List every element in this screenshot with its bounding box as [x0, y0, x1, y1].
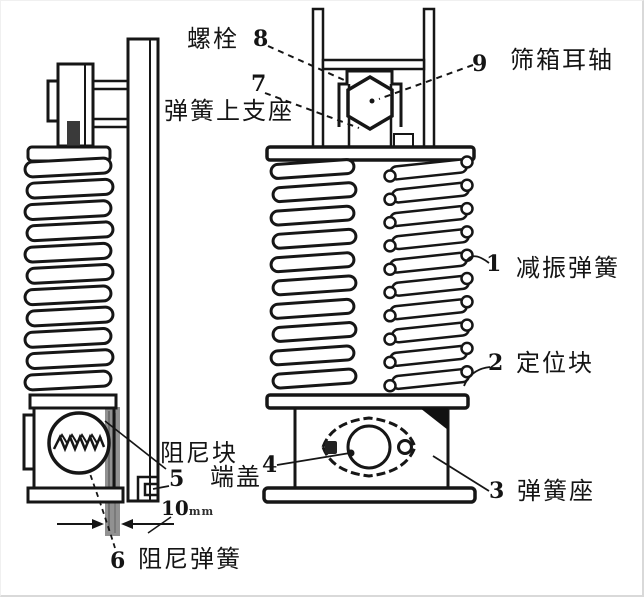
damper-block-circle [47, 411, 111, 475]
flange-center-hole [346, 424, 392, 470]
label-trunnion: 筛箱耳轴 [510, 48, 614, 74]
damper-box-tab [22, 413, 36, 471]
leader-2 [463, 366, 491, 387]
flange-bolt-left [325, 441, 337, 454]
part-number-9: 9 [472, 51, 488, 77]
leader-1 [464, 255, 490, 265]
leader-9 [378, 64, 474, 100]
trunnion-rod-right [422, 7, 436, 151]
bracket-step [393, 133, 414, 148]
part-number-4: 4 [262, 452, 278, 478]
leader-8 [267, 45, 345, 81]
base-bottom-plate [262, 486, 477, 504]
label-end-cover: 端盖 [210, 465, 262, 491]
damper-box-top-plate [28, 393, 118, 410]
plate-bottom-bracket [136, 475, 159, 503]
bracket-tab [46, 79, 60, 123]
part-number-7: 7 [251, 71, 267, 97]
horizontal-bolt [93, 79, 128, 129]
dimension-unit: mm [188, 505, 215, 518]
damper-zigzag-spring-2 [56, 433, 102, 445]
label-vib-spring: 减振弹簧 [516, 256, 620, 282]
label-spring-seat: 弹簧座 [517, 479, 595, 505]
front-view [262, 7, 477, 504]
bolt-shaft [67, 121, 80, 149]
dimension-value: 10 [161, 496, 189, 520]
side-view-spring [23, 156, 115, 392]
part-number-3: 3 [489, 478, 505, 504]
label-upper-support: 弹簧上支座 [164, 99, 294, 125]
leader-4 [276, 452, 351, 466]
side-view [22, 37, 160, 536]
part-number-8: 8 [253, 26, 269, 52]
part-number-1: 1 [486, 251, 502, 277]
mount-plate [126, 37, 160, 503]
leader-3 [432, 455, 490, 492]
part-number-6: 6 [110, 548, 126, 574]
front-left-spring [269, 158, 358, 390]
leader-damper-block [104, 420, 167, 470]
leader-lines [88, 45, 491, 549]
part-number-2: 2 [488, 350, 504, 376]
crossbar [321, 58, 426, 71]
positioning-block-wedge [420, 408, 448, 430]
part-number-5: 5 [169, 466, 185, 492]
front-right-spring [383, 155, 474, 393]
label-bolt: 螺栓 [187, 27, 239, 53]
spring-upper-seat-plate [265, 145, 476, 162]
label-pos-block: 定位块 [516, 351, 594, 377]
label-damper-block: 阻尼块 [160, 441, 238, 467]
trunnion-rod-left [311, 7, 325, 151]
leader-7 [264, 92, 360, 129]
base-top-plate [265, 393, 470, 410]
dimension-text: 10mm [161, 498, 214, 518]
leader-5 [152, 485, 170, 490]
dimension-10mm [57, 516, 174, 534]
flange-bolt-right [397, 439, 413, 455]
label-damper-spring: 阻尼弹簧 [138, 547, 242, 573]
damper-box-bottom-plate [26, 486, 125, 504]
bearing-bracket [337, 69, 403, 127]
hex-bolt-head [346, 74, 394, 132]
leader-6 [88, 470, 116, 549]
